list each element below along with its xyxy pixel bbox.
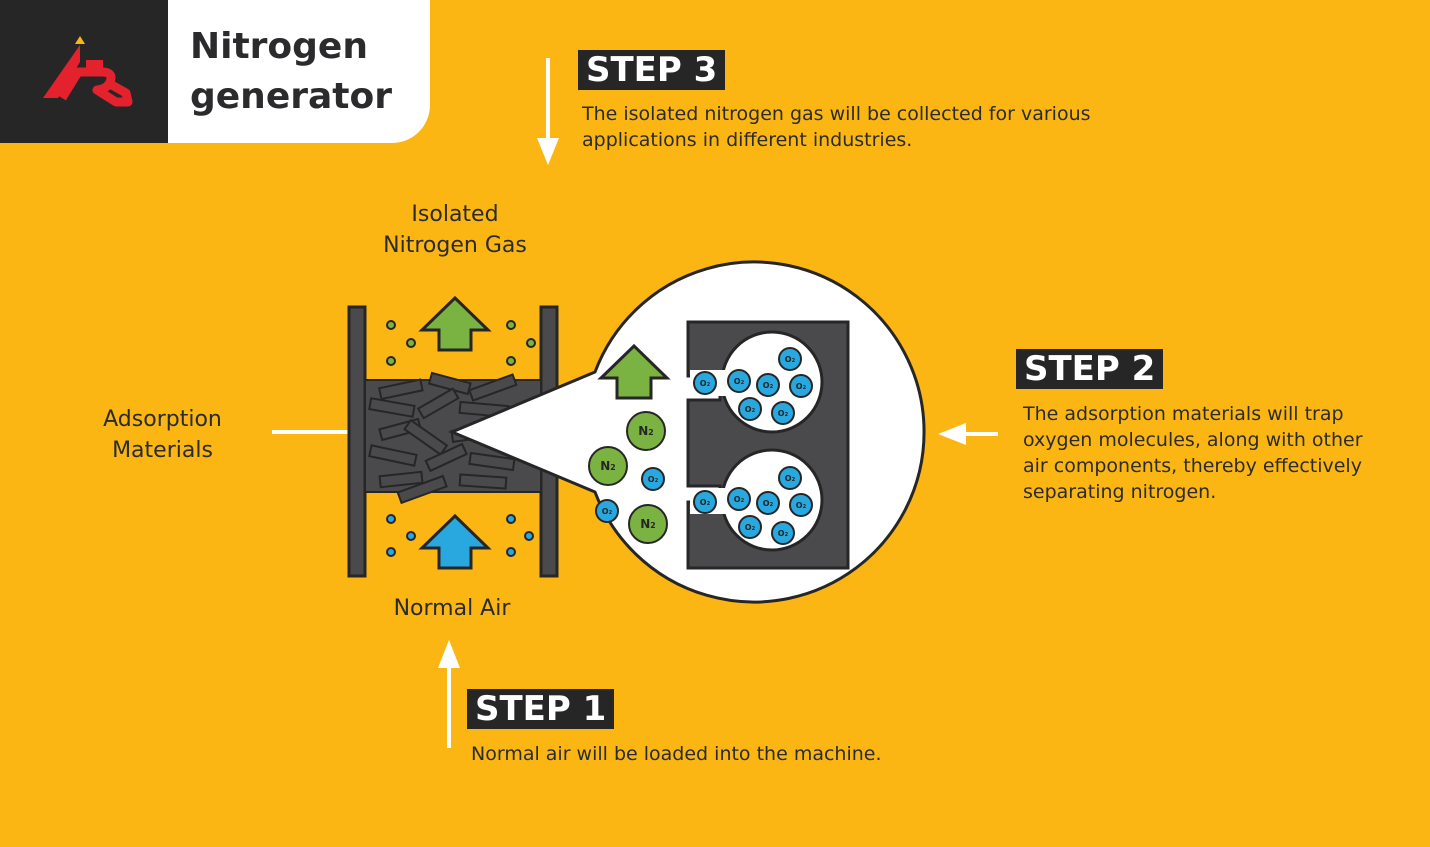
svg-text:O2: O2 [734, 377, 745, 386]
n2-molecule: N2 [588, 446, 628, 486]
nitrogen-dots [386, 320, 536, 366]
o2-molecule: O2 [778, 347, 802, 371]
arrow-left-icon [938, 423, 998, 445]
adsorbent-pore-block [686, 320, 850, 570]
column-left-wall [347, 305, 367, 578]
step3-label: STEP 3 [578, 50, 726, 90]
adsorption-materials-label: Adsorption Materials [60, 404, 265, 466]
svg-text:O2: O2 [648, 475, 659, 484]
page-title: Nitrogen generator [190, 26, 392, 117]
svg-text:O2: O2 [778, 529, 789, 538]
adsorption-label-line1: Adsorption [103, 407, 222, 432]
o2-molecule: O2 [789, 493, 813, 517]
cr-logo-icon [43, 36, 133, 107]
svg-text:O2: O2 [785, 474, 796, 483]
o2-molecule: O2 [738, 397, 762, 421]
svg-text:N2: N2 [640, 517, 655, 531]
step2-text: The adsorption materials will trap oxyge… [1023, 403, 1363, 503]
svg-text:O2: O2 [778, 409, 789, 418]
step1-text: Normal air will be loaded into the machi… [471, 743, 882, 765]
o2-molecule: O2 [778, 466, 802, 490]
o2-molecule: O2 [771, 521, 795, 545]
svg-text:O2: O2 [700, 379, 711, 388]
arrow-down-icon [537, 58, 559, 165]
o2-molecule: O2 [738, 515, 762, 539]
o2-molecule: O2 [693, 490, 717, 514]
o2-molecule: O2 [595, 499, 619, 523]
n2-molecule: N2 [626, 411, 666, 451]
title-panel: Nitrogen generator [168, 0, 430, 143]
step3-text: The isolated nitrogen gas will be collec… [582, 103, 1091, 151]
svg-text:O2: O2 [796, 501, 807, 510]
svg-text:O2: O2 [763, 381, 774, 390]
svg-text:O2: O2 [734, 495, 745, 504]
o2-molecule: O2 [789, 374, 813, 398]
svg-text:O2: O2 [796, 382, 807, 391]
callout-arrow-up-icon [597, 343, 671, 400]
svg-text:N2: N2 [638, 424, 653, 438]
o2-molecule: O2 [756, 491, 780, 515]
adsorption-label-line2: Materials [112, 438, 213, 463]
isolated-nitrogen-label: Isolated Nitrogen Gas [340, 199, 570, 261]
svg-text:O2: O2 [763, 499, 774, 508]
step2-label: STEP 2 [1016, 349, 1164, 389]
isolated-label-line1: Isolated [411, 202, 499, 227]
o2-molecule: O2 [641, 467, 665, 491]
o2-molecule: O2 [727, 487, 751, 511]
svg-text:O2: O2 [602, 507, 613, 516]
o2-molecule: O2 [756, 373, 780, 397]
logo-panel [0, 0, 168, 143]
blue-arrow-up-icon [418, 513, 492, 570]
step1-label: STEP 1 [467, 689, 615, 729]
n2-molecule: N2 [628, 504, 668, 544]
svg-text:N2: N2 [600, 459, 615, 473]
arrow-up-icon [438, 640, 460, 748]
svg-text:O2: O2 [785, 355, 796, 364]
svg-text:O2: O2 [700, 498, 711, 507]
isolated-label-line2: Nitrogen Gas [383, 233, 527, 258]
svg-text:O2: O2 [745, 523, 756, 532]
o2-molecule: O2 [727, 369, 751, 393]
normal-air-label: Normal Air [393, 596, 511, 621]
air-dots [386, 514, 534, 557]
svg-text:O2: O2 [745, 405, 756, 414]
o2-molecule: O2 [693, 371, 717, 395]
o2-molecule: O2 [771, 401, 795, 425]
green-arrow-up-icon [418, 295, 492, 352]
